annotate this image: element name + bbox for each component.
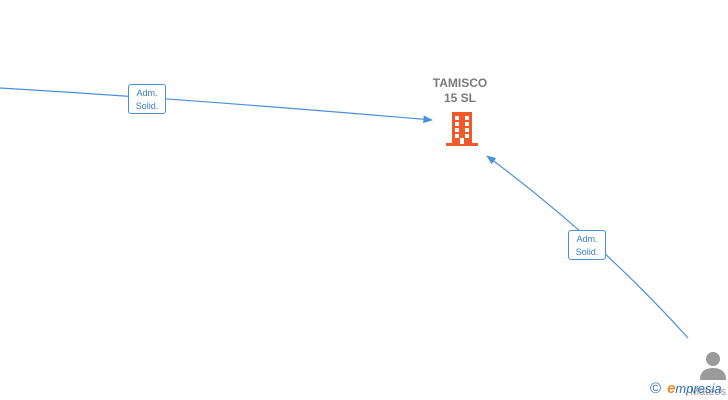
relation-label-line1: Adm. <box>576 234 598 244</box>
company-name-line1: TAMISCO <box>432 76 488 90</box>
brand-name: mpresia <box>675 381 722 396</box>
relation-label-line2: Solid. <box>135 101 159 111</box>
brand-initial: e <box>667 380 676 397</box>
edge-left-to-company <box>0 87 433 124</box>
brand-watermark: © empresia <box>650 380 722 397</box>
person-name[interactable]: Mateos <box>690 386 727 398</box>
copyright-symbol: © <box>650 380 662 397</box>
company-name-line2: 15 SL <box>443 91 476 105</box>
person-icon[interactable] <box>698 350 728 382</box>
company-name[interactable]: TAMISCO 15 SL <box>410 76 510 106</box>
relation-label[interactable]: Adm. Solid. <box>568 230 606 260</box>
relation-label-line2: Solid. <box>575 247 599 257</box>
building-icon[interactable] <box>446 111 478 147</box>
relation-label-line1: Adm. <box>136 88 158 98</box>
relation-label[interactable]: Adm. Solid. <box>128 84 166 114</box>
